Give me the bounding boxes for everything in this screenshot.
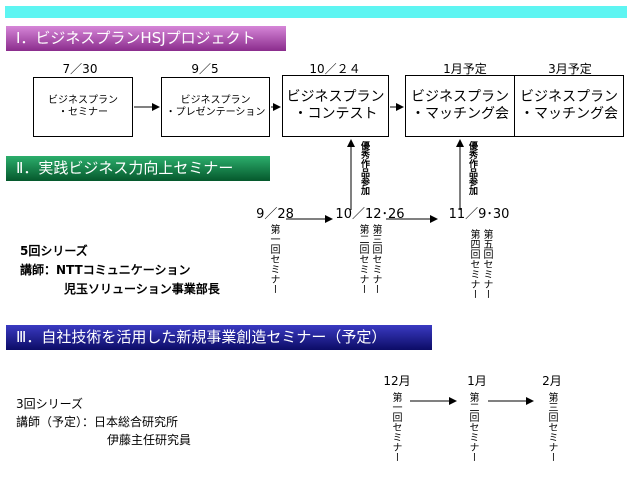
lecturer-name: 児玉ソリューション事業部長 (64, 282, 220, 296)
box-line-2: ・コンテスト (293, 106, 378, 122)
seminar-date: 9／28 (256, 207, 294, 222)
seminar-label: 第四回セミナー (468, 229, 479, 299)
process-box-contest: ビジネスプラン ・コンテスト (282, 75, 389, 137)
box-line-1: ビジネスプラン (180, 94, 251, 106)
excellent-works-label: 優秀作品参加 (467, 141, 477, 195)
excellent-works-label: 優秀作品参加 (359, 141, 369, 195)
seminar-date: 12月 (383, 374, 411, 388)
process-box-matching-2: ビジネスプラン ・マッチング会 (514, 75, 624, 137)
box-line-1: ビジネスプラン (411, 88, 509, 105)
box-line-2: ・セミナー (58, 107, 108, 118)
series-count: 3回シリーズ (16, 397, 84, 411)
process-box-presentation: ビジネスプラン ・プレゼンテーション (161, 77, 270, 137)
seminar-label: 第二回セミナー (357, 224, 368, 294)
lecturer-label: 講師（予定）：日本総合研究所 (16, 415, 179, 429)
section-2-title: Ⅱ．実践ビジネス力向上セミナー (6, 156, 270, 181)
seminar-date: 2月 (542, 374, 562, 388)
section-1-title: Ⅰ．ビジネスプランHSJプロジェクト (6, 26, 286, 51)
date-label: 10／２４ (309, 62, 361, 76)
section-3-title: Ⅲ．自社技術を活用した新規事業創造セミナー（予定） (6, 325, 432, 350)
seminar-date: 11／9･30 (448, 207, 510, 222)
seminar-date: 10／12･26 (335, 207, 405, 222)
date-label: 3月予定 (548, 62, 592, 76)
box-line-2: ・マッチング会 (411, 106, 509, 122)
seminar-label: 第五回セミナー (481, 229, 492, 299)
seminar-date: 1月 (467, 374, 487, 388)
series-count: 5回シリーズ (20, 244, 88, 258)
seminar-label: 第二回セミナー (467, 392, 478, 462)
date-label: 7／30 (62, 62, 98, 76)
seminar-label: 第一回セミナー (390, 392, 401, 462)
date-label: 9／5 (191, 62, 219, 76)
lecturer-label: 講師：NTTコミュニケーション (20, 263, 191, 277)
box-line-1: ビジネスプラン (286, 88, 385, 105)
box-line-1: ビジネスプラン (48, 94, 118, 106)
seminar-label: 第三回セミナー (370, 224, 381, 294)
box-line-2: ・マッチング会 (520, 106, 618, 122)
process-box-matching-1: ビジネスプラン ・マッチング会 (405, 75, 515, 137)
lecturer-name: 伊藤主任研究員 (107, 433, 192, 447)
top-accent-bar (5, 6, 627, 18)
process-box-seminar: ビジネスプラン ・セミナー (33, 77, 133, 137)
date-label: 1月予定 (443, 62, 487, 76)
box-line-1: ビジネスプラン (520, 88, 618, 105)
seminar-label: 第三回セミナー (546, 392, 557, 462)
seminar-label: 第一回セミナー (268, 224, 279, 294)
box-line-2: ・プレゼンテーション (165, 107, 266, 118)
